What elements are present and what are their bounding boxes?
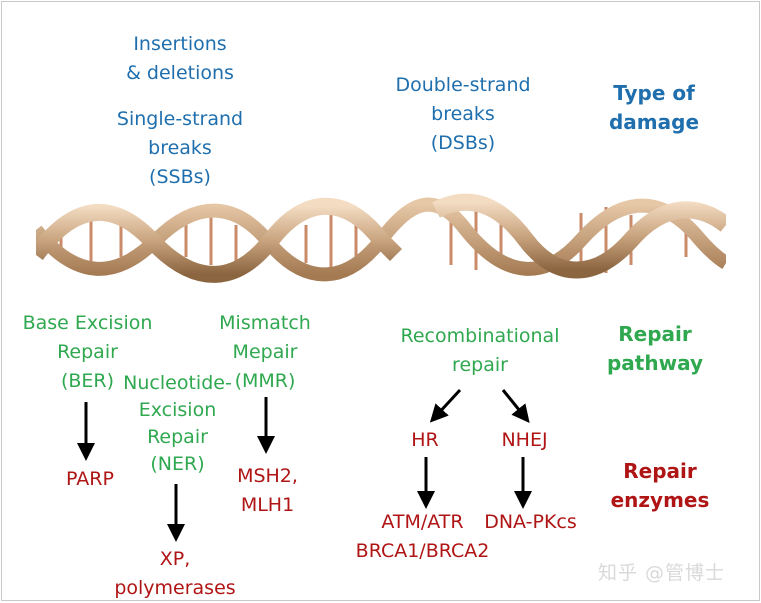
dna-pkcs-label: DNA-PKcs: [484, 511, 577, 533]
dna-strand-back: [36, 197, 726, 282]
dsb-label: Double-strand breaks (DSBs): [395, 74, 531, 154]
nhej-label: NHEJ: [501, 429, 548, 451]
msh2-mlh1-label: MSH2, MLH1: [237, 465, 298, 516]
ner-label: Nucleotide- Excision Repair (NER): [123, 372, 232, 475]
parp-label: PARP: [66, 468, 114, 490]
dna-strand-front-right: [432, 193, 726, 279]
mmr-label: Mismatch Mepair (MMR): [219, 312, 311, 392]
dna-strand-front-left: [36, 197, 403, 283]
ssb-label: Single-strand breaks (SSBs): [116, 108, 244, 188]
xp-polymerases-label: XP, polymerases: [114, 548, 236, 599]
arrow-recomb-nhej: [501, 389, 530, 424]
dna-helix-image: [36, 193, 726, 283]
arrow-recomb-hr: [429, 388, 462, 423]
hr-label: HR: [411, 429, 439, 451]
watermark: 知乎 @管博士: [598, 562, 726, 584]
ber-label: Base Excision Repair (BER): [22, 312, 153, 392]
atm-brca-label: ATM/ATR BRCA1/BRCA2: [355, 511, 490, 562]
row-label-damage: Type of damage: [608, 81, 700, 134]
row-label-enzymes: Repair enzymes: [610, 459, 710, 512]
row-label-pathway: Repair pathway: [606, 322, 703, 375]
recombinational-repair-label: Recombinational repair: [400, 325, 560, 376]
indels-label: Insertions & deletions: [126, 33, 234, 84]
